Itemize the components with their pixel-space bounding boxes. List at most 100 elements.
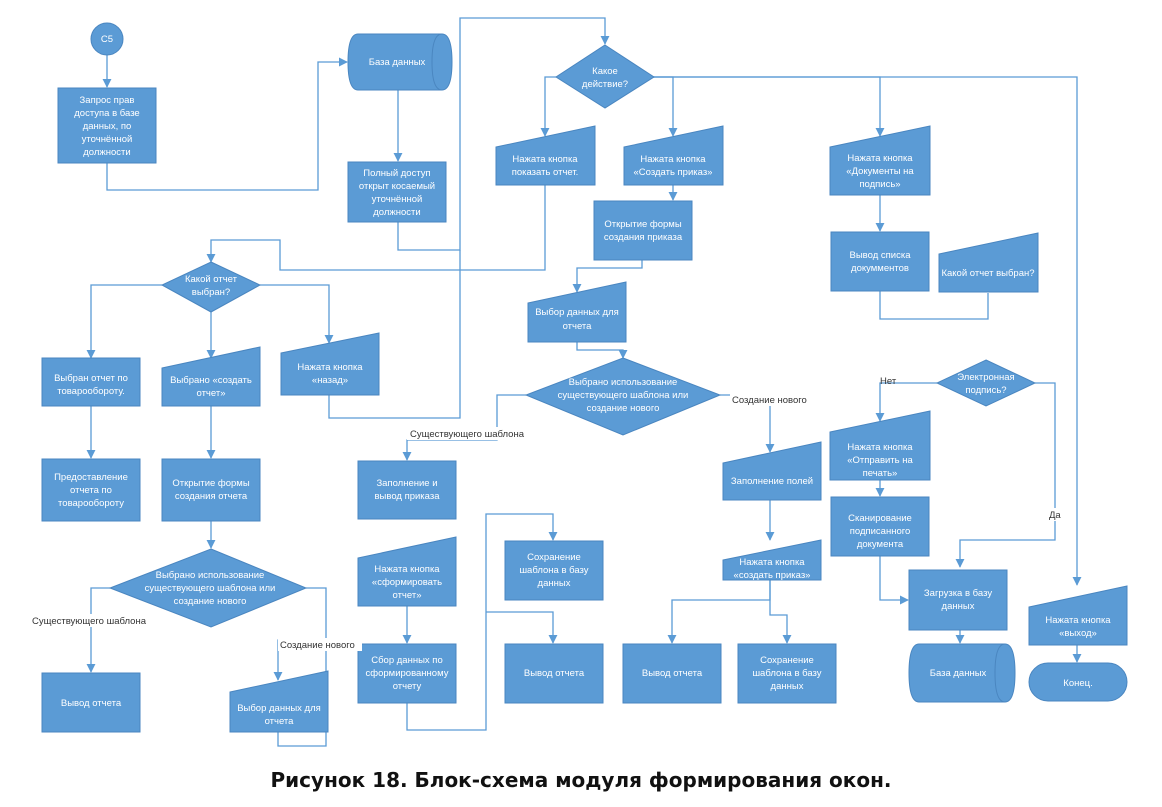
template-decision-left-diamond bbox=[108, 548, 308, 628]
present-turnover-box bbox=[41, 458, 141, 522]
edge-action-docs bbox=[640, 76, 885, 137]
output-report-left-node: Вывод отчета bbox=[41, 672, 141, 733]
edge-createorder2-savetpl bbox=[769, 580, 792, 644]
edge-request-db bbox=[106, 57, 348, 191]
btn-create-order-label: Нажата кнопка«Создать приказ» bbox=[634, 154, 713, 178]
figure-caption: Рисунок 18. Блок-схема модуля формирован… bbox=[270, 768, 892, 792]
edge-label-bg bbox=[30, 614, 154, 627]
list-docs-box bbox=[830, 231, 930, 292]
edge-which-back bbox=[260, 284, 334, 344]
edge-esign-yes bbox=[955, 382, 1056, 568]
rep-turnover-box bbox=[41, 357, 141, 407]
database-bottom-node: База данных bbox=[908, 643, 1016, 703]
edge-esign-no bbox=[875, 382, 937, 422]
edge-label-new-mid: Создание нового bbox=[732, 395, 807, 406]
fill-fields-shape bbox=[722, 441, 822, 501]
output-order-box bbox=[622, 643, 722, 704]
output-report-left-box bbox=[41, 672, 141, 733]
database-top-label: База данных bbox=[369, 57, 426, 68]
btn-back-label: Нажата кнопка«назад» bbox=[297, 362, 363, 386]
select-doc-label: Какой отчет выбран? bbox=[941, 268, 1034, 279]
select-doc-shape bbox=[938, 232, 1039, 293]
btn-create-order2-label: Нажата кнопка«создать приказ» bbox=[734, 557, 811, 581]
collect-data-box bbox=[357, 643, 457, 704]
edge-action-createorder bbox=[640, 76, 678, 137]
edge-action-showreport bbox=[540, 76, 556, 137]
select-data-report-bottom-shape bbox=[229, 670, 329, 733]
esign-diamond bbox=[935, 359, 1037, 407]
btn-create-order2-shape bbox=[722, 539, 822, 581]
edge-showreport-whichreport bbox=[206, 185, 546, 271]
output-order-node: Вывод отчета bbox=[622, 643, 722, 704]
database-top-edge bbox=[431, 33, 443, 91]
edge-scan-upload bbox=[879, 556, 909, 605]
scan-doc-box bbox=[830, 496, 930, 557]
end-terminator bbox=[1028, 662, 1128, 702]
fill-order-box bbox=[357, 460, 457, 520]
edge-label-bg bbox=[407, 427, 531, 440]
btn-create-order-node: Нажата кнопка«Создать приказ» bbox=[623, 125, 724, 186]
edge-label-bg bbox=[730, 393, 814, 406]
select-data-report-top-shape bbox=[527, 281, 627, 343]
edge-label-new-left: Создание нового bbox=[280, 640, 355, 651]
save-tpl-bottom-box bbox=[737, 643, 837, 704]
open-report-form-box bbox=[161, 458, 261, 522]
edge-openform-selectdata bbox=[572, 260, 643, 293]
btn-exit-node: Нажата кнопка«выход» bbox=[1028, 585, 1128, 646]
save-tpl-top-box bbox=[504, 540, 604, 601]
fill-fields-label: Заполнение полей bbox=[731, 476, 813, 487]
full-access-box bbox=[347, 161, 447, 223]
database-bottom-edge bbox=[994, 643, 1006, 703]
rep-create-shape bbox=[161, 346, 261, 407]
template-decision-mid-diamond bbox=[524, 357, 722, 436]
edge-selectdata-tpl bbox=[576, 342, 628, 359]
edge-which-turnover bbox=[86, 284, 162, 359]
btn-exit-label: Нажата кнопка«выход» bbox=[1045, 615, 1111, 639]
edge-list-selectdoc bbox=[879, 291, 989, 320]
edge-label-existing-left: Существующего шаблона bbox=[32, 616, 147, 627]
edge-label-yes: Да bbox=[1049, 510, 1061, 521]
edge-action-exit bbox=[654, 76, 1082, 586]
open-order-form-box bbox=[593, 200, 693, 261]
btn-docs-sign-shape bbox=[829, 125, 931, 196]
which-report-diamond bbox=[160, 261, 262, 313]
edge-label-bg bbox=[1046, 508, 1064, 521]
